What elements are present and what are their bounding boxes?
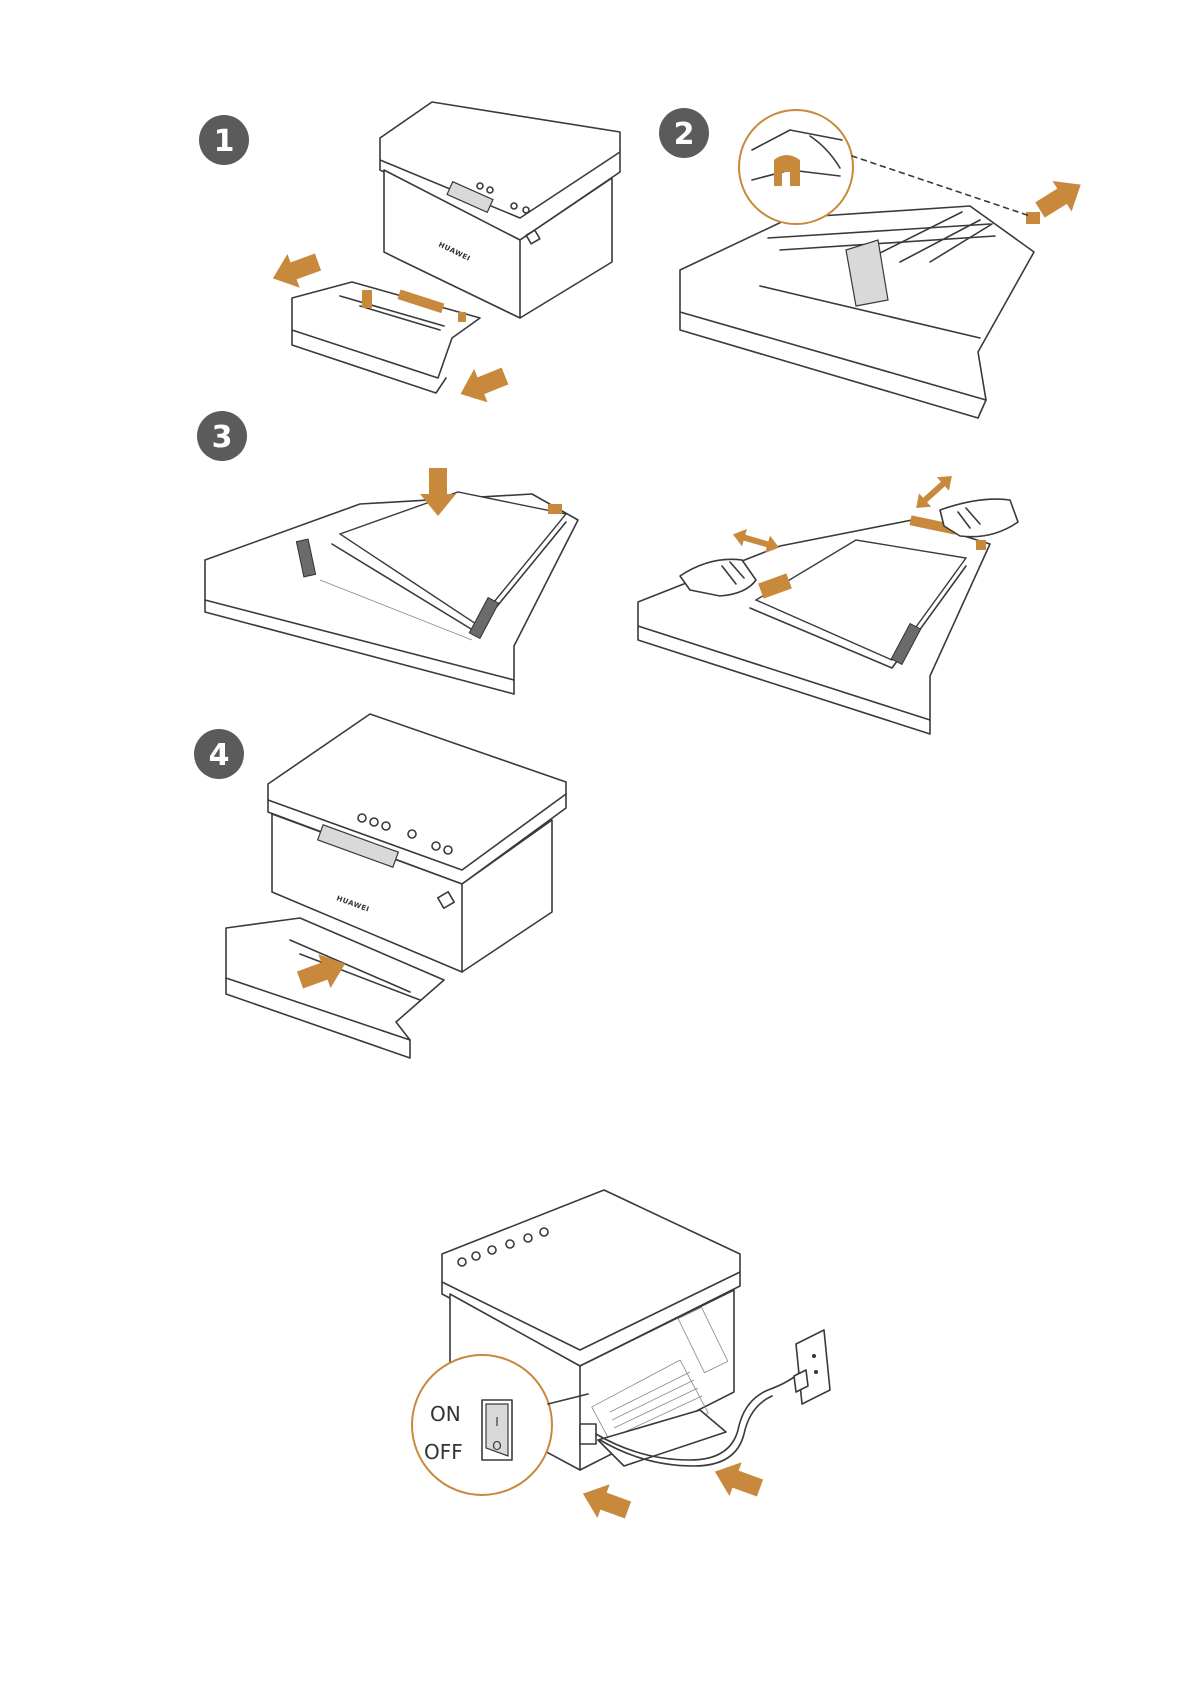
step-2-number: 2 [674,117,695,152]
switch-off-symbol: O [492,1439,501,1453]
hand-icon [940,499,1018,537]
step-3-illustration: 3 [197,411,1018,734]
latch-detail-callout [739,110,1030,224]
step-4-number: 4 [209,738,230,773]
paper-tray-step-1 [292,282,480,393]
step-1-number: 1 [214,124,235,159]
step-4-badge: 4 [194,729,244,779]
step-1-badge: 1 [199,115,249,165]
step-2-illustration: 2 [659,108,1090,418]
paper-tray-step-2 [680,206,1040,418]
power-connection-illustration: ON OFF I O [412,1190,830,1527]
arrow-icon [454,359,512,410]
step-4-illustration: 4 HUAWEI [194,714,566,1058]
hand-icon [680,559,756,596]
step-3-badge: 3 [197,411,247,461]
step-2-badge: 2 [659,108,709,158]
arrow-icon [267,245,324,295]
switch-on-symbol: I [495,1415,499,1429]
wall-outlet-icon [794,1330,830,1404]
paper-tray-adjusting-guides [638,515,990,734]
step-3-number: 3 [212,420,233,455]
switch-off-label: OFF [424,1440,463,1464]
printer-front-view: HUAWEI [380,102,620,318]
arrow-icon [577,1477,634,1527]
step-1-illustration: 1 HUAWEI [199,102,620,411]
paper-tray-loading [205,492,578,694]
switch-on-label: ON [430,1402,461,1426]
